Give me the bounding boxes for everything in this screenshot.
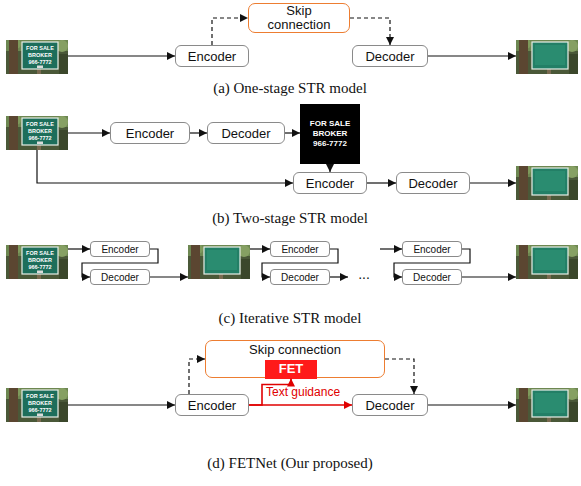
flow-arrow — [329, 164, 330, 172]
figure-caption: (b) Two-stage STR model — [140, 210, 440, 227]
node-text: Encoder — [101, 244, 138, 255]
input-arrow — [68, 404, 175, 405]
input-arrow — [250, 248, 270, 249]
output-arrow — [462, 276, 516, 277]
node-text: FOR SALE BROKER 966-7772 — [308, 119, 352, 149]
text-mask-image: FOR SALE BROKER 966-7772 — [300, 104, 360, 164]
sign-text: FOR SALE BROKER 966-7772 — [24, 393, 56, 414]
dashed-arrow — [350, 18, 390, 45]
output-arrow — [330, 276, 348, 277]
figure-caption: (d) FETNet (Our proposed) — [140, 455, 440, 472]
node-text: Decoder — [408, 176, 457, 191]
output-arrow — [428, 55, 516, 56]
node-text: Encoder — [413, 244, 450, 255]
decoder-box: Decoder — [90, 269, 150, 285]
output-photo — [516, 165, 578, 200]
encoder-box: Encoder — [402, 241, 462, 257]
input-photo — [6, 244, 68, 279]
node-text: FET — [279, 362, 304, 376]
input-arrow — [68, 248, 90, 249]
encoder-box: Encoder — [270, 241, 330, 257]
encoder-box: Encoder — [90, 241, 150, 257]
decoder-box: Decoder — [270, 269, 330, 285]
encoder-box: Encoder — [175, 45, 249, 67]
decoder-box: Decoder — [352, 45, 428, 67]
dashed-arrow — [212, 18, 248, 45]
node-text: Decoder — [365, 49, 414, 64]
sign-text: FOR SALE BROKER 966-7772 — [24, 121, 56, 142]
input-photo — [6, 39, 68, 74]
output-arrow — [428, 404, 516, 405]
decoder-box: Decoder — [396, 172, 470, 194]
encoder-box: Encoder — [293, 172, 367, 194]
intermediate-photo — [188, 244, 250, 279]
decoder-box: Decoder — [352, 394, 428, 416]
decoder-box: Decoder — [402, 269, 462, 285]
encoder-box: Encoder — [110, 122, 190, 144]
node-text: Decoder — [101, 272, 139, 283]
figure-caption: (c) Iterative STR model — [140, 310, 440, 327]
output-arrow — [470, 182, 516, 183]
skip-connection-box: Skip connection — [248, 3, 350, 33]
output-arrow — [150, 276, 188, 277]
edge-label: Text guidance — [266, 385, 340, 399]
input-photo — [6, 387, 68, 422]
skip-connection-box: Skip connectionFET — [205, 340, 385, 378]
input-arrow — [380, 248, 402, 249]
input-arrow — [68, 132, 110, 133]
node-text: Decoder — [221, 126, 270, 141]
figure-caption: (a) One-stage STR model — [140, 80, 440, 97]
node-text: Skip connection — [257, 4, 341, 32]
node-text: Decoder — [365, 398, 414, 413]
node-text: Encoder — [126, 126, 174, 141]
flow-arrow — [367, 182, 396, 183]
node-text: Encoder — [188, 49, 236, 64]
node-text: Encoder — [281, 244, 318, 255]
node-text: Encoder — [188, 398, 236, 413]
decoder-box: Decoder — [207, 122, 285, 144]
flow-arrow — [190, 132, 207, 133]
node-text: Encoder — [306, 176, 354, 191]
dashed-arrow — [189, 359, 205, 394]
output-photo — [516, 39, 578, 74]
output-photo — [516, 244, 578, 279]
input-arrow — [68, 55, 175, 56]
ellipsis: ... — [350, 266, 378, 282]
sign-text: FOR SALE BROKER 966-7772 — [24, 250, 56, 271]
input-photo — [6, 115, 68, 150]
guidance-arrow — [249, 404, 352, 406]
node-text: Decoder — [413, 272, 451, 283]
fet-module: FET — [265, 360, 317, 379]
encoder-box: Encoder — [175, 394, 249, 416]
dashed-arrow — [385, 359, 414, 394]
input-arrow — [37, 150, 293, 183]
node-text: Skip connection — [249, 343, 341, 357]
flow-arrow — [285, 132, 300, 133]
sign-text: FOR SALE BROKER 966-7772 — [24, 45, 56, 66]
output-photo — [516, 387, 578, 422]
node-text: Decoder — [281, 272, 319, 283]
